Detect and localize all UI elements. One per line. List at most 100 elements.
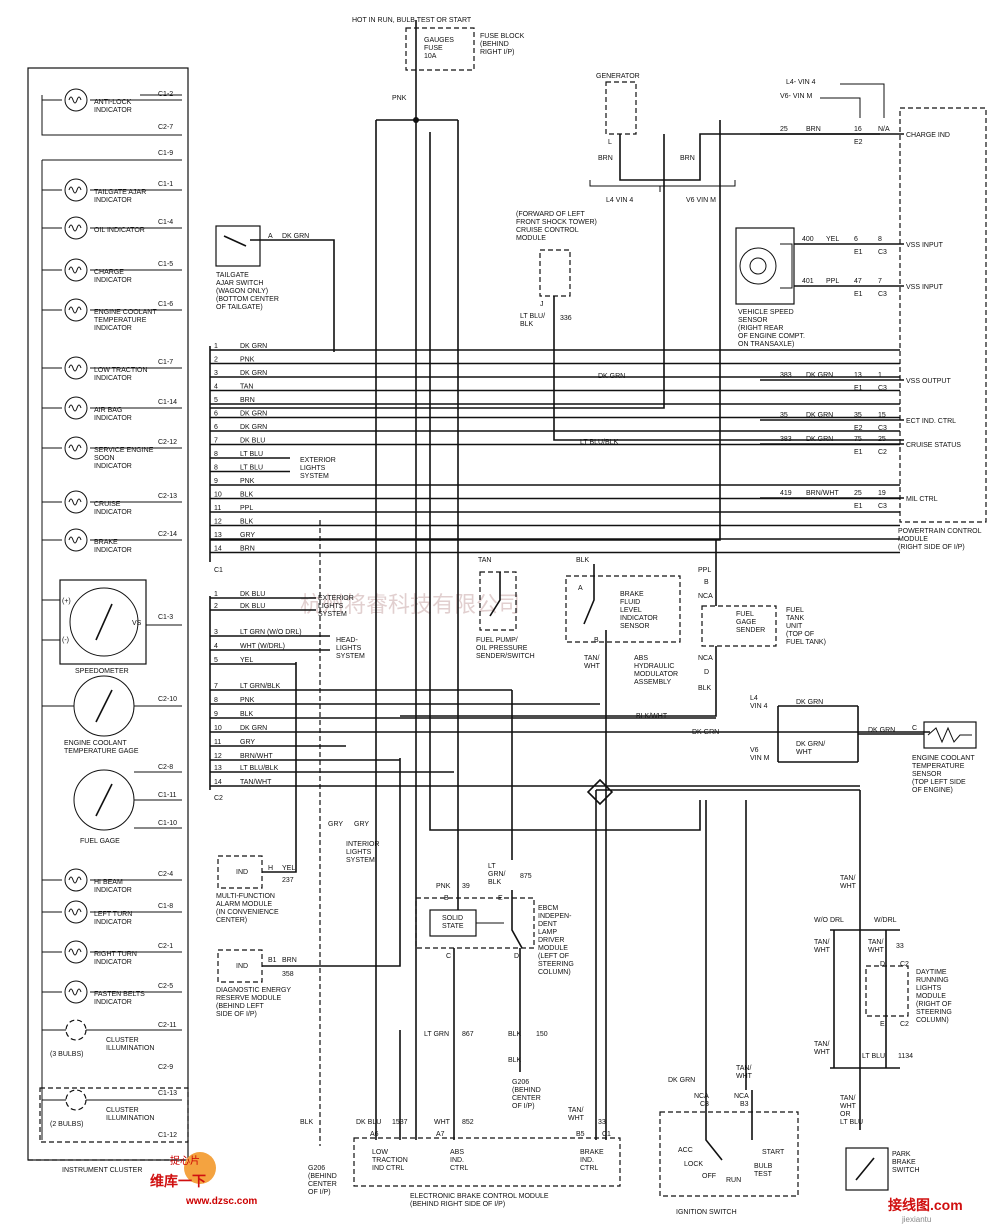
c2-pin-number: 8 bbox=[214, 697, 218, 704]
fuel-nca: NCA bbox=[698, 593, 713, 600]
pcm-pin-b: 15 bbox=[878, 412, 886, 419]
ld-867: 867 bbox=[462, 1031, 474, 1038]
ebcm-33: 33 bbox=[598, 1119, 606, 1126]
cluster-pin: C1-11 bbox=[158, 792, 177, 799]
c2-wire-color: BRN/WHT bbox=[240, 753, 273, 760]
c1-wire-color: TAN bbox=[240, 384, 253, 391]
c2-pin-number: 4 bbox=[214, 643, 218, 650]
drl-tan: TAN/WHT bbox=[840, 875, 857, 890]
watermark: 杭州将睿科技有限公司 bbox=[300, 593, 520, 618]
drl-c2: C2 bbox=[900, 961, 909, 968]
ld-ltgrnw: LT GRN bbox=[424, 1031, 449, 1038]
c1-wire-color: LT BLU bbox=[240, 451, 263, 458]
c1-wire-color: DK GRN bbox=[240, 370, 267, 377]
c1-pin-number: 8 bbox=[214, 465, 218, 472]
pcm-conn-a: E2 bbox=[854, 425, 863, 432]
indicator-pin: C2-13 bbox=[158, 493, 177, 500]
c1-wire-color: LT BLU bbox=[240, 465, 263, 472]
drl-33: 33 bbox=[896, 943, 904, 950]
generator: GENERATOR L BRN BRN L4 VIN 4 V6 VIN M bbox=[589, 73, 880, 204]
alarm-circ: 237 bbox=[282, 877, 294, 884]
drl-1134: 1134 bbox=[898, 1053, 913, 1060]
c2-pin-number: 13 bbox=[214, 765, 222, 772]
indicator-pin: C2-5 bbox=[158, 983, 173, 990]
c1-pin-number: 10 bbox=[214, 492, 222, 499]
pcm-pin-a: 47 bbox=[854, 278, 862, 285]
c1-wire-color: DK BLU bbox=[240, 438, 265, 445]
ld-b: B bbox=[444, 895, 449, 902]
alarm-wire: YEL bbox=[282, 865, 295, 872]
c1-pin-number: 6 bbox=[214, 411, 218, 418]
c1-pin-number: 12 bbox=[214, 519, 222, 526]
pcm-conn-a: E1 bbox=[854, 249, 863, 256]
logo-right-com: .com bbox=[930, 1197, 963, 1213]
c2-wire-color: WHT (W/DRL) bbox=[240, 643, 285, 650]
ebcm-p2: WHT bbox=[434, 1119, 451, 1126]
ign-nca2: NCA bbox=[734, 1093, 749, 1100]
cluster-pin: C2-10 bbox=[158, 696, 177, 703]
pcm-circuit: 383 bbox=[780, 372, 792, 379]
cluster-pin: C1-9 bbox=[158, 150, 173, 157]
generator-label: GENERATOR bbox=[596, 73, 640, 80]
ebcm-a7: A7 bbox=[436, 1131, 445, 1138]
ebcm-852: 852 bbox=[462, 1119, 474, 1126]
logo-left-url: www.dzsc.com bbox=[185, 1196, 257, 1207]
pcm-pin-a: 25 bbox=[854, 490, 862, 497]
brake-fluid-out: TAN/WHT bbox=[584, 655, 601, 670]
pcm-conn-b: C3 bbox=[878, 249, 887, 256]
fuse-wire-label: PNK bbox=[392, 95, 407, 102]
g206a-wire: BLK bbox=[300, 1119, 314, 1126]
ect-dkgrn: DK GRN bbox=[868, 727, 895, 734]
c2-pin-number: 12 bbox=[214, 753, 222, 760]
c1-wire-color: BLK bbox=[240, 492, 254, 499]
c1-pin-number: 3 bbox=[214, 370, 218, 377]
cluster-pin: C2-9 bbox=[158, 1064, 173, 1071]
gen-v6: V6 VIN M bbox=[686, 197, 716, 204]
pcm-wire: PPL bbox=[826, 278, 839, 285]
ld-39: 39 bbox=[462, 883, 470, 890]
pcm-pin-name: CRUISE STATUS bbox=[906, 442, 961, 449]
pcm-circuit: 401 bbox=[802, 278, 814, 285]
illumination-bulbs: (3 BULBS) bbox=[50, 1051, 83, 1058]
pcm-pin-name: VSS OUTPUT bbox=[906, 378, 951, 385]
c2-wire-color: BLK bbox=[240, 711, 254, 718]
c1-pin-number: 8 bbox=[214, 451, 218, 458]
cluster-pin: C2-11 bbox=[158, 1022, 177, 1029]
tailgate-wire: DK GRN bbox=[282, 233, 309, 240]
indicator-pin: C1-8 bbox=[158, 903, 173, 910]
pcm-wire: DK GRN bbox=[806, 372, 833, 379]
brake-pin-b: B bbox=[594, 637, 599, 644]
ld-d: D bbox=[514, 953, 519, 960]
c2-wire-color: LT GRN/BLK bbox=[240, 683, 281, 690]
ign-run: RUN bbox=[726, 1177, 741, 1184]
c1-wire-color: BRN bbox=[240, 546, 255, 553]
